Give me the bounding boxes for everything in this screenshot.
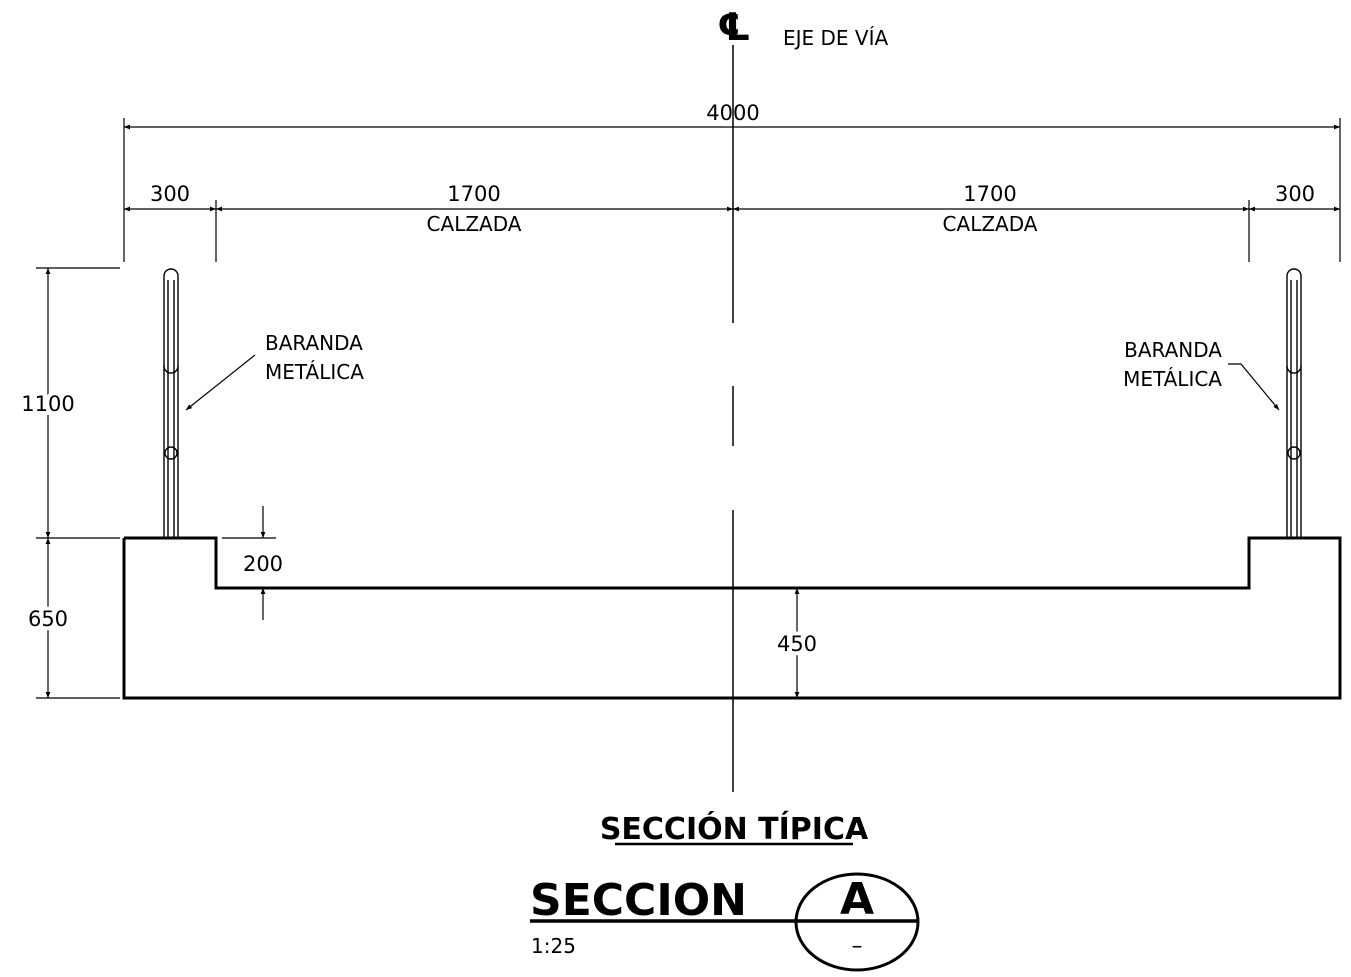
callout-left-line2: METÁLICA	[265, 360, 364, 384]
callout-right-line1: BARANDA	[1124, 338, 1222, 362]
right-railing	[1286, 268, 1302, 538]
dim-base-height: 650	[28, 607, 68, 631]
dim-right-curb: 300	[1275, 182, 1315, 206]
dim-railing-height: 1100	[21, 392, 74, 416]
dim-left-roadway: 1700	[447, 182, 500, 206]
dim-left-curb: 300	[150, 182, 190, 206]
centerline-symbol: ℄	[717, 5, 751, 49]
section-letter: A	[840, 874, 874, 925]
extension-lines	[36, 118, 1341, 699]
centerline-label: EJE DE VÍA	[783, 26, 889, 50]
callout-right-line2: METÁLICA	[1123, 367, 1222, 391]
callout-left-leader	[185, 354, 256, 411]
title-block-word: SECCION	[530, 875, 747, 926]
callout-right-leader	[1228, 363, 1280, 411]
left-railing	[163, 268, 179, 538]
dim-right-roadway: 1700	[963, 182, 1016, 206]
label-left-roadway: CALZADA	[427, 212, 522, 236]
callout-left-line1: BARANDA	[265, 331, 363, 355]
dim-curb-step: 200	[243, 552, 283, 576]
section-bubble	[794, 872, 920, 972]
label-right-roadway: CALZADA	[943, 212, 1038, 236]
sheet-reference: –	[852, 934, 863, 959]
concrete-section-outline	[122, 536, 1342, 700]
section-title: SECCIÓN TÍPICA	[600, 810, 869, 847]
dim-slab-thickness: 450	[777, 632, 817, 656]
scale-label: 1:25	[531, 934, 576, 958]
dim-total-width: 4000	[706, 101, 759, 125]
